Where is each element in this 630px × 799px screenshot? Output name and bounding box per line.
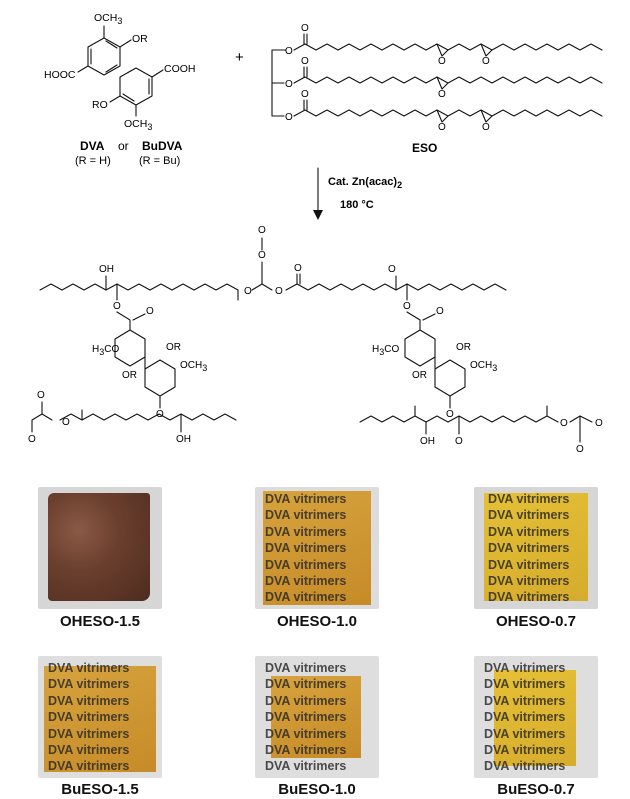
dva-cooh-left: HOOC [44,69,76,81]
net-ester-o9: O [576,444,584,455]
label-oheso-0-7: OHESO-0.7 [495,613,577,630]
photo-oheso-1-5 [38,487,162,609]
dva-r-h: (R = H) [75,155,111,167]
eso-carbonyl-o2: O [301,56,309,67]
temperature-label: 180 °C [340,199,374,211]
net-h3co-left: H3CO [92,344,119,357]
film-oheso-1-0 [263,491,371,605]
label-buesso-1-5: BuESO-1.5 [61,781,139,798]
label-oheso-1-5: OHESO-1.5 [59,613,141,630]
eso-name: ESO [412,141,437,155]
eso-ester-o1: O [285,46,293,57]
dva-och3-bottom: OCH3 [124,118,152,132]
net-o-link1: O [113,301,121,312]
net-or-right-mid: OR [412,370,427,381]
net-o-side: O [388,264,396,275]
network-structure: OH O O O O O O O O O [28,225,603,455]
net-ester-o2: O [258,250,266,261]
dva-or-top: OR [132,33,148,45]
net-squiggle-o: O [258,225,266,236]
net-oh-bottom-right: OH [420,436,435,447]
dva-och3-top: OCH3 [94,12,122,26]
net-ester-o1: O [244,286,252,297]
label-oheso-1-0: OHESO-1.0 [276,613,358,630]
net-or-left-top: OR [166,342,181,353]
net-or-left-mid: OR [122,370,137,381]
film-oheso-0-7 [484,493,588,601]
net-o-link2: O [403,301,411,312]
eso-epoxide-o1: O [438,56,446,67]
budva-r-bu: (R = Bu) [139,155,180,167]
dva-cooh-right: COOH [164,63,196,75]
eso-structure: O O O O O O O O O O [271,23,603,133]
film-buesso-1-0 [271,676,361,758]
eso-epoxide-o2: O [482,56,490,67]
or-word: or [118,139,129,153]
net-ester-o5: O [28,434,36,445]
net-ester-o3: O [275,286,283,297]
eso-epoxide-o5: O [482,122,490,133]
net-h3co-right: H3CO [372,344,399,357]
net-o-link4: O [446,409,454,420]
eso-epoxide-o3: O [438,89,446,100]
net-carb-o-left: O [146,306,154,317]
net-och3-right: OCH3 [470,360,497,373]
net-ester-o6: O [37,390,45,401]
net-oh-top: OH [99,264,114,275]
reaction-arrowhead [313,210,323,220]
eso-ester-o3: O [285,112,293,123]
net-ester-o8: O [595,418,603,429]
budva-name: BuDVA [142,139,183,153]
dva-structure: OCH3 OR HOOC COOH RO OCH3 [44,12,196,132]
net-carb-o-right: O [436,306,444,317]
eso-carbonyl-o3: O [301,89,309,100]
net-or-right-top: OR [456,342,471,353]
plus-sign: + [235,49,244,66]
catalyst-label: Cat. Zn(acac)2 [328,176,402,190]
dva-ro-bottom: RO [92,99,108,111]
label-buesso-0-7: BuESO-0.7 [497,781,575,798]
film-buesso-0-7 [494,670,576,766]
eso-ester-o2: O [285,79,293,90]
net-oh-bottom: OH [176,434,191,445]
eso-carbonyl-o1: O [301,23,309,34]
label-buesso-1-0: BuESO-1.0 [278,781,356,798]
net-o-bottom-right: O [455,436,463,447]
eso-epoxide-o4: O [438,122,446,133]
film-oheso-1-5 [48,493,150,601]
net-ester-o4: O [62,417,70,428]
dva-name: DVA [80,139,105,153]
film-buesso-1-5 [44,666,156,772]
reaction-scheme: OCH3 OR HOOC COOH RO OCH3 DVA or BuDVA (… [28,12,603,455]
net-och3-left: OCH3 [180,360,207,373]
net-carbonyl-o: O [294,263,302,274]
net-ester-o7: O [560,418,568,429]
